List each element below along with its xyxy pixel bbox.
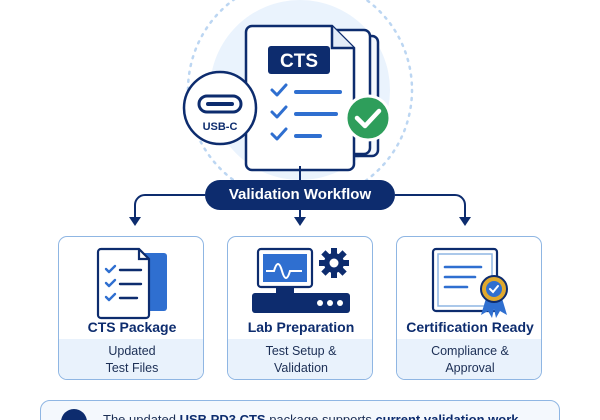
workflow-arrowheads (129, 217, 471, 226)
step-desc-line: Compliance & (431, 344, 509, 358)
step-card-cts-package: CTS Package Updated Test Files (58, 236, 204, 380)
summary-text: The updated USB PD3 CTS package supports… (103, 412, 519, 420)
summary-text-bold: USB PD3 CTS (179, 412, 266, 420)
doc-label: CTS (280, 51, 318, 72)
summary-text-bold: current validation work (375, 412, 519, 420)
step-desc-line: Test Setup & (265, 344, 337, 358)
step-desc-line: Approval (445, 361, 495, 375)
step-card-lab-preparation: Lab Preparation Test Setup & Validation (227, 236, 373, 380)
summary-text-part: The updated (103, 412, 180, 420)
step-description: Updated Test Files (59, 339, 203, 379)
check-badge-icon (344, 94, 392, 142)
usb-c-icon (182, 70, 258, 146)
workflow-title: Validation Workflow (205, 180, 395, 210)
checklist-icon (270, 83, 288, 141)
step-desc-line: Validation (274, 361, 328, 375)
summary-text-part: package supports (265, 412, 376, 420)
document-checklist-icon (96, 247, 167, 320)
step-desc-line: Updated (108, 344, 156, 358)
step-title: CTS Package (87, 319, 177, 335)
info-icon (61, 409, 87, 420)
lab-equipment-icon (252, 247, 350, 313)
step-description: Test Setup & Validation (228, 339, 372, 379)
connector-label: USB-C (203, 121, 238, 133)
step-title: Lab Preparation (247, 319, 355, 335)
certificate-icon (431, 247, 508, 318)
step-description: Compliance & Approval (397, 339, 541, 379)
step-desc-line: Test Files (105, 361, 159, 375)
workflow-connector-lines (134, 166, 466, 219)
step-card-certification-ready: Certification Ready Compliance & Approva… (396, 236, 542, 380)
gear-icon (319, 248, 349, 278)
summary-banner: The updated USB PD3 CTS package supports… (40, 400, 560, 420)
document-stack-icon (244, 24, 380, 172)
award-ribbon-icon (480, 275, 508, 318)
step-title: Certification Ready (406, 319, 534, 335)
